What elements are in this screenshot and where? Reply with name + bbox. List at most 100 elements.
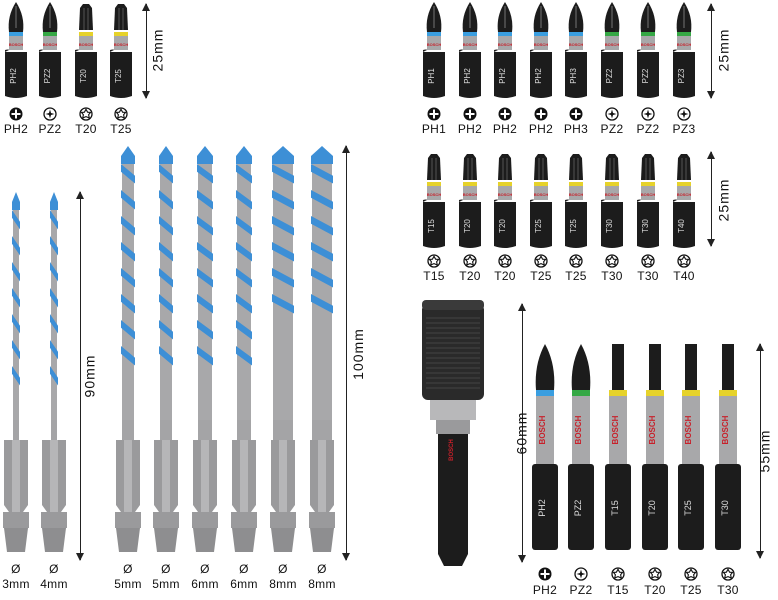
bit-type-label: T30 [637,269,659,283]
bit-type-label: T40 [673,269,695,283]
bit-engraving: PZ3 [677,68,686,83]
dimension-arrow [142,3,150,99]
dimension-label-torx: 25mm [715,178,732,222]
brand-mark: BOSCH [605,42,620,47]
top-right-bit-5: BOSCH PZ2 [601,2,623,98]
brand-mark: BOSCH [463,42,478,47]
bit-engraving: T20 [647,500,657,516]
bit-type-label: PZ2 [569,583,593,597]
dimension-arrow [707,151,715,247]
bit-type-icon [498,107,512,121]
bit-type-icon [79,107,93,121]
bit-type-icon [569,107,583,121]
bit-engraving: PZ2 [573,500,583,517]
drill-diameter-label: 8mm [269,577,297,591]
brand-mark: BOSCH [449,439,455,461]
bit-engraving: PZ2 [605,68,614,83]
bit-type-icon [605,107,619,121]
drill-bits-graphic [3,146,335,552]
bit-type-icon [648,567,662,581]
bit-engraving: T30 [720,500,730,516]
torx-bits-graphic: BOSCHT15BOSCHT20BOSCHT20BOSCHT25BOSCHT25… [423,154,695,248]
brand-mark: BOSCH [677,42,692,47]
dimension-arrow [342,145,350,561]
drill-diameter-label: 3mm [2,577,30,591]
bit-type-label: T20 [459,269,481,283]
bit-type-icon [534,107,548,121]
bit-type-icon [427,254,441,268]
drill-bit-5 [231,146,257,552]
drill-diameter-symbol: Ø [11,562,21,576]
bit-engraving: PH2 [534,68,543,84]
bit-type-icon [684,567,698,581]
long-bits-graphic: BOSCHPH2BOSCHPZ2BOSCHT15BOSCHT20BOSCHT25… [532,344,741,550]
quick-release-bit-holder: BOSCH [422,300,484,566]
bit-type-icon [721,567,735,581]
bit-type-label: PZ2 [600,122,624,136]
bit-type-icon [114,107,128,121]
bit-type-icon [463,107,477,121]
drill-diameter-label: 4mm [40,577,68,591]
dimension-arrow [518,303,526,563]
bit-type-icon [427,107,441,121]
dimension-arrow [76,191,84,561]
bit-type-icon [534,254,548,268]
bit-type-label: T15 [423,269,445,283]
drill-diameter-label: 5mm [152,577,180,591]
brand-mark: BOSCH [684,415,693,444]
bit-type-icon [9,107,23,121]
bit-type-label: T30 [717,583,739,597]
drill-bit-7 [309,146,335,552]
drill-diameter-symbol: Ø [278,562,288,576]
bit-type-label: T20 [494,269,516,283]
brand-mark: BOSCH [605,192,620,197]
bit-type-icon [569,254,583,268]
drill-bit-2 [115,146,141,552]
bit-type-label: T25 [565,269,587,283]
bit-type-label: PH2 [457,122,483,136]
bit-type-icon [677,254,691,268]
drill-diameter-label: 5mm [114,577,142,591]
bit-type-icon [677,107,691,121]
drill-bit-4 [192,146,218,552]
dimension-arrow [707,3,715,99]
brand-mark: BOSCH [611,415,620,444]
bit-engraving: PH2 [537,499,547,517]
long-bit-3: BOSCH T20 [642,344,668,550]
dimension-arrow [756,343,764,559]
bit-holder-graphic: BOSCH [422,300,484,566]
bit-engraving: T25 [114,69,123,83]
bit-type-label: PZ2 [38,122,62,136]
bit-engraving: PH1 [427,68,436,84]
bit-type-label: PH3 [563,122,589,136]
brand-mark: BOSCH [538,415,547,444]
bit-engraving: T15 [427,219,436,233]
brand-mark: BOSCH [463,192,478,197]
brand-mark: BOSCH [114,42,129,47]
top-left-bit-3: BOSCH T25 [110,4,132,98]
bit-engraving: T15 [610,500,620,516]
drill-diameter-symbol: Ø [49,562,59,576]
bit-type-label: PZ2 [636,122,660,136]
brand-mark: BOSCH [648,415,657,444]
torx-bit-0: BOSCH T15 [423,154,445,248]
dimension-label-top-left: 25mm [149,28,166,72]
brand-mark: BOSCH [498,192,513,197]
bit-type-label: T30 [601,269,623,283]
bit-engraving: T30 [605,219,614,233]
top-right-bit-1: BOSCH PH2 [459,2,481,98]
brand-mark: BOSCH [427,192,442,197]
bit-engraving: PH2 [463,68,472,84]
bit-engraving: T30 [641,219,650,233]
brand-mark: BOSCH [677,192,692,197]
bit-type-icon [605,254,619,268]
drill-diameter-symbol: Ø [239,562,249,576]
